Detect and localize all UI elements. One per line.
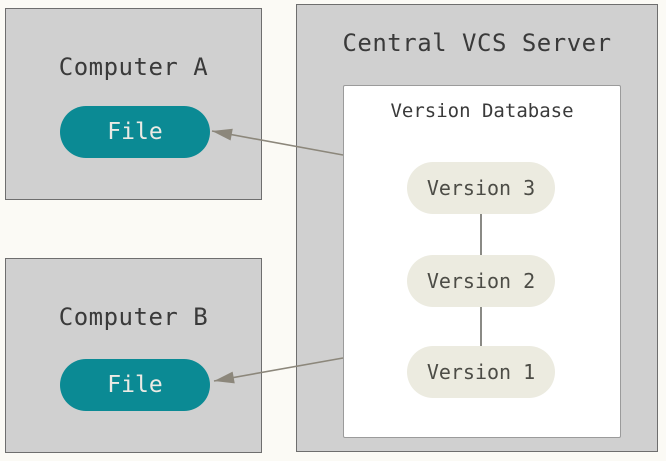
- central-vcs-server-box: Central VCS Server Version Database Vers…: [296, 4, 658, 452]
- version-link-line: [480, 307, 482, 346]
- version-2-label: Version 2: [426, 269, 536, 293]
- version-1-pill: Version 1: [407, 346, 555, 398]
- version-database-box: Version Database Version 3 Version 2 Ver…: [343, 85, 621, 438]
- computer-a-title: Computer A: [58, 53, 209, 81]
- computer-b-file-label: File: [107, 372, 163, 398]
- computer-b-box: Computer B File: [5, 258, 262, 453]
- computer-a-file-pill: File: [60, 106, 210, 158]
- version-3-pill: Version 3: [407, 162, 555, 214]
- version-1-label: Version 1: [426, 360, 536, 384]
- server-title: Central VCS Server: [342, 29, 612, 57]
- computer-a-file-label: File: [107, 119, 163, 145]
- computer-a-box: Computer A File: [5, 8, 262, 200]
- version-3-label: Version 3: [426, 176, 536, 200]
- version-database-title: Version Database: [390, 100, 574, 122]
- computer-b-title: Computer B: [58, 303, 209, 331]
- version-2-pill: Version 2: [407, 255, 555, 307]
- version-link-line: [480, 214, 482, 255]
- computer-b-file-pill: File: [60, 359, 210, 411]
